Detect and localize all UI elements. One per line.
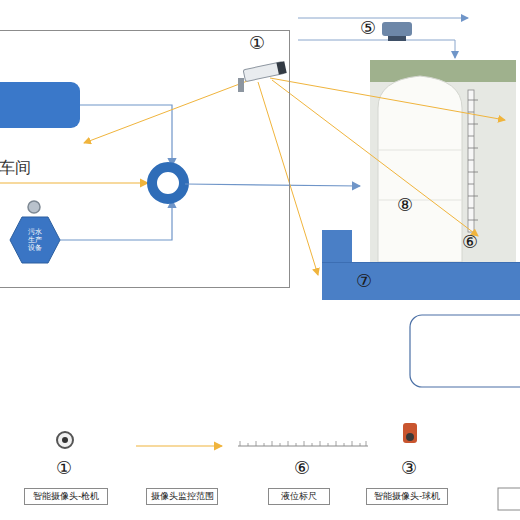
legend-dome-lens	[406, 433, 414, 441]
equipment-hexagon: 污水生产设备	[9, 216, 61, 264]
legend-cut-box	[498, 488, 520, 510]
flow-line	[60, 200, 172, 240]
monitor-line	[270, 78, 505, 120]
workshop-box: 车间污水生产设备	[0, 30, 290, 288]
hexagon-shape	[10, 217, 60, 263]
tank-node: ⑧	[370, 60, 516, 262]
tank-photo-trees	[370, 60, 516, 82]
node-text: 污水生产设备	[27, 228, 43, 252]
monitor-line	[272, 80, 478, 236]
legend-ruler	[238, 446, 368, 447]
legend-ruler-ticks	[240, 441, 366, 446]
gun-camera	[243, 61, 287, 81]
legend-dome-camera	[403, 423, 417, 443]
legend-camera-lens	[62, 437, 68, 443]
process-block	[0, 82, 80, 128]
monitor-line	[0, 182, 148, 183]
callout-number: ⑤	[360, 18, 376, 38]
callout-number: ⑥	[294, 458, 310, 478]
node-text: ⑧	[397, 195, 413, 215]
legend-monitor-line	[136, 445, 222, 446]
callout-number: ①	[56, 458, 72, 478]
camera-bracket	[238, 78, 244, 92]
signal-line	[298, 18, 468, 19]
legend-label: 智能摄像头-球机	[366, 488, 448, 505]
node-text: ⑦	[356, 271, 372, 291]
flow-line	[80, 105, 172, 166]
level-ruler	[468, 90, 474, 232]
tank-photo-bg	[370, 60, 516, 262]
pool-base: ⑦	[322, 262, 520, 300]
legend-camera-icon	[57, 432, 73, 448]
monitor-line	[84, 80, 250, 143]
tank-seam	[378, 150, 462, 151]
camera-icon	[382, 22, 412, 36]
outline-box	[410, 315, 520, 387]
signal-line	[298, 40, 455, 58]
monitor-line	[258, 82, 318, 275]
node-text: 车间	[0, 158, 31, 179]
callout-number: ①	[249, 33, 265, 53]
legend-label: 智能摄像头-枪机	[24, 488, 108, 505]
pool-wall	[322, 230, 352, 263]
legend-label: 液位标尺	[268, 488, 330, 505]
legend-label: 摄像头监控范围	[146, 488, 218, 505]
ruler-ticks	[468, 100, 478, 220]
callout-number: ③	[401, 458, 417, 478]
camera-lens	[276, 61, 286, 74]
camera-base	[388, 36, 406, 41]
collector-ring	[152, 167, 184, 199]
tank-body	[378, 76, 462, 262]
callout-number: ⑥	[462, 232, 478, 252]
equipment-icon	[28, 201, 40, 213]
tank-seam	[378, 200, 462, 201]
flow-line	[185, 184, 360, 186]
